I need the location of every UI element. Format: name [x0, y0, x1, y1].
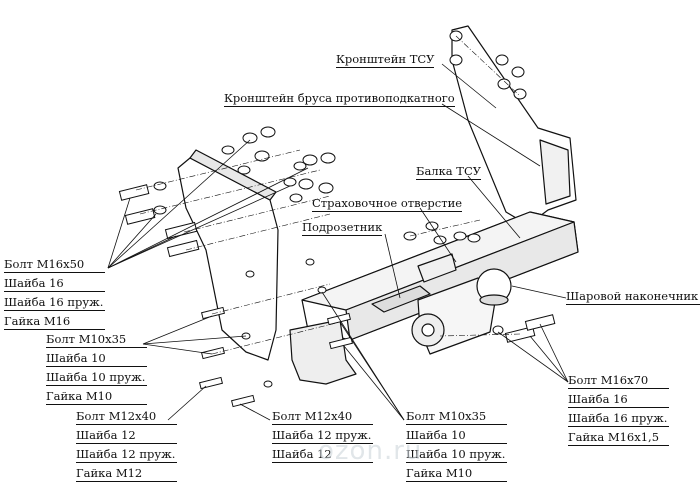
kit-item: Болт М12х40: [272, 408, 374, 425]
kit-item: Болт М10х35: [46, 331, 148, 348]
socket-holder: [371, 285, 431, 313]
kit-item: Шайба 10: [406, 427, 508, 444]
kit-item: Шайба 16 пруж.: [4, 295, 106, 311]
kit-item: Гайка М16х1,5: [568, 429, 670, 446]
kit-item: Гайка М10: [46, 388, 148, 405]
kit-item: Шайба 12: [76, 427, 178, 444]
label-bracket-underrun: Кронштейн бруса противоподкатного: [224, 91, 455, 107]
kit-item: Гайка М12: [76, 465, 178, 482]
kit-m12x40-left: Болт М12х40 Шайба 12 Шайба 12 пруж. Гайк…: [76, 408, 178, 484]
kit-item: Болт М12х40: [76, 408, 178, 425]
kit-m16x50: Болт М16х50 Шайба 16 Шайба 16 пруж. Гайк…: [4, 256, 106, 332]
label-beam-tsu: Балка ТСУ: [416, 164, 482, 180]
left-bolts: [118, 184, 556, 408]
kit-item: Шайба 10 пруж.: [46, 370, 148, 386]
label-ball-tip: Шаровой наконечник F: [566, 289, 700, 305]
label-bracket-tsu: Кронштейн ТСУ: [336, 52, 435, 68]
label-safety-hole: Страховочное отверстие: [312, 196, 463, 212]
kit-item: Шайба 12 пруж.: [272, 428, 374, 444]
kit-item: Гайка М16: [4, 313, 106, 330]
kit-item: Шайба 10 пруж.: [406, 447, 508, 463]
kit-item: Болт М16х70: [568, 372, 670, 389]
kit-item: Шайба 16 пруж.: [568, 411, 670, 427]
kit-item: Шайба 16: [4, 275, 106, 292]
kit-item: Болт М16х50: [4, 256, 106, 273]
kit-m16x70: Болт М16х70 Шайба 16 Шайба 16 пруж. Гайк…: [568, 372, 670, 448]
watermark: ozon.ru: [318, 436, 423, 466]
kit-item: Шайба 12: [272, 446, 374, 463]
kit-m10x35-mid: Болт М10х35 Шайба 10 Шайба 10 пруж. Гайк…: [406, 408, 508, 484]
lower-drop: [289, 319, 357, 385]
kit-item: Шайба 10: [46, 350, 148, 367]
kit-item: Шайба 12 пруж.: [76, 447, 178, 463]
kit-item: Гайка М10: [406, 465, 508, 482]
kit-m12x40-mid: Болт М12х40 Шайба 12 пруж. Шайба 12: [272, 408, 374, 465]
kit-item: Болт М10х35: [406, 408, 508, 425]
kit-item: Шайба 16: [568, 391, 670, 408]
label-socket-holder: Подрозетник: [302, 220, 383, 236]
kit-m10x35-left: Болт М10х35 Шайба 10 Шайба 10 пруж. Гайк…: [46, 331, 148, 407]
